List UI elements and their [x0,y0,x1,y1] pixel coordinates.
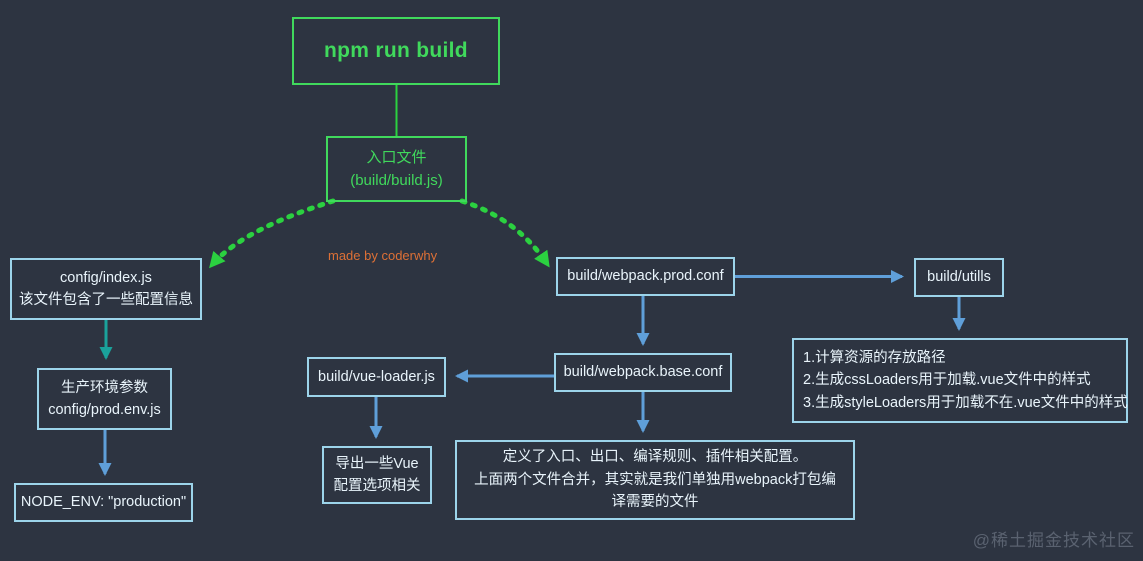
node-label-line2: 2.生成cssLoaders用于加载.vue文件中的样式 [803,372,1091,389]
node-prod-env: 生产环境参数 config/prod.env.js [37,368,172,430]
node-label-line2: 上面两个文件合并，其实就是我们单独用webpack打包编译需要的文件 [474,471,836,511]
node-label-line2: (build/build.js) [350,172,443,189]
node-label-line1: 定义了入口、出口、编译规则、插件相关配置。 [502,449,808,466]
node-config-index: config/index.js 该文件包含了一些配置信息 [10,258,202,320]
node-label-line1: config/index.js [60,269,152,286]
node-label-line2: config/prod.env.js [48,402,161,418]
node-label: npm run build [324,39,468,62]
credit-text: made by coderwhy [328,248,438,263]
node-label: build/vue-loader.js [318,368,435,385]
edge-entry-to-webpack-prod [459,198,551,268]
node-label-line2: 配置选项相关 [333,478,421,494]
node-npm-run-build: npm run build [292,17,500,85]
node-build-utills: build/utills [914,258,1004,297]
node-utills-description: 1.计算资源的存放路径 2.生成cssLoaders用于加载.vue文件中的样式… [792,338,1128,423]
node-webpack-prod-conf: build/webpack.prod.conf [556,257,735,296]
node-entry-file: 入口文件 (build/build.js) [326,136,467,202]
node-label: NODE_ENV: "production" [20,494,187,511]
node-label-line1: 生产环境参数 [61,379,148,396]
node-vue-loader-description: 导出一些Vue 配置选项相关 [322,446,432,504]
node-base-description: 定义了入口、出口、编译规则、插件相关配置。 上面两个文件合并，其实就是我们单独用… [455,440,855,520]
node-webpack-base-conf: build/webpack.base.conf [554,353,732,392]
node-label: build/webpack.prod.conf [567,268,724,285]
node-label-line1: 导出一些Vue [335,455,419,472]
node-node-env: NODE_ENV: "production" [14,483,193,522]
node-label-line1: 1.计算资源的存放路径 [803,349,946,366]
node-label: build/utills [927,269,991,286]
node-label-line2: 该文件包含了一些配置信息 [19,292,193,308]
node-label: build/webpack.base.conf [563,364,723,381]
node-label-line3: 3.生成styleLoaders用于加载不在.vue文件中的样式 [803,394,1128,411]
node-vue-loader: build/vue-loader.js [307,357,446,397]
watermark-text: @稀土掘金技术社区 [972,531,1135,550]
edge-entry-to-config [208,198,336,269]
node-label-line1: 入口文件 [366,148,427,166]
